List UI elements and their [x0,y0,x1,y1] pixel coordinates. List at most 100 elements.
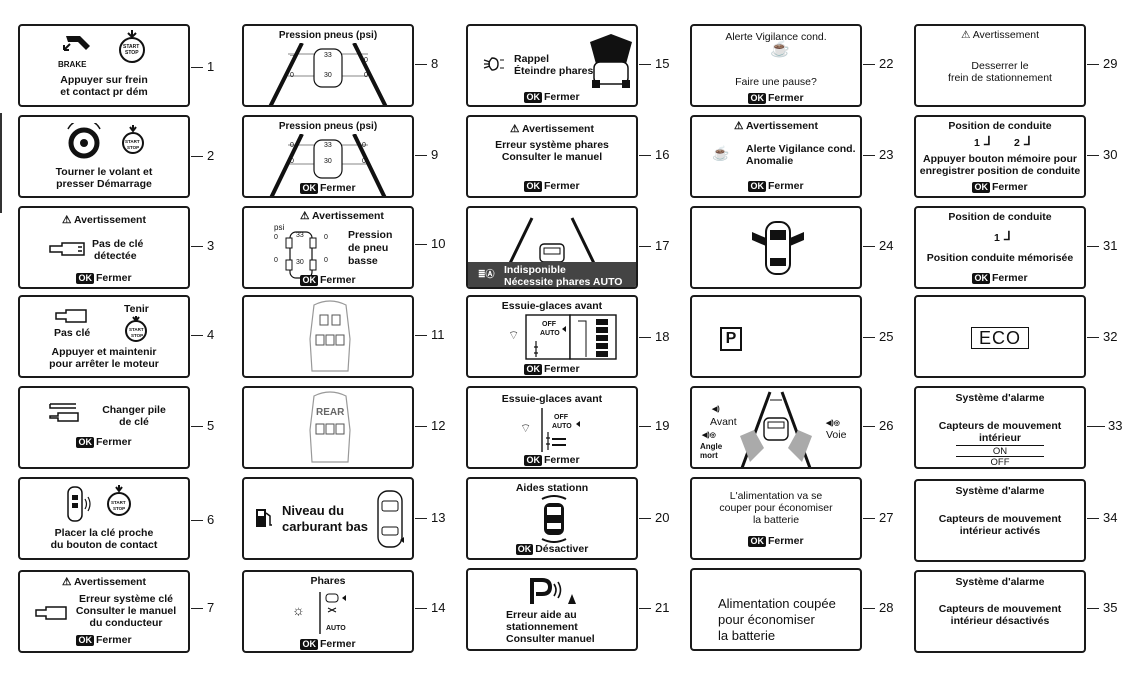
on-option[interactable]: ON [956,445,1044,457]
warning-triangle-icon: ⚠ [510,123,520,135]
callout-13: 13 [431,510,446,525]
panel-35-line-2: intérieur désactivés [950,615,1050,627]
tire-fl-reading: --- [290,53,296,59]
wiper-off-option[interactable]: OFF [554,414,568,421]
start-label: START [129,327,144,332]
warning-triangle-icon: ⚠ [62,214,72,226]
wiper-icon: ⌔ [520,421,532,435]
blind-spot-road-icon [740,391,812,467]
warning-triangle-icon: ⚠ [734,120,744,132]
panel-17-auto-lights-required: ≣Ⓐ Indisponible Nécessite phares AUTO [466,206,638,289]
panel-title: Pression pneus (psi) [278,121,378,132]
panel-27-line-3: la batterie [752,514,800,526]
wiper-speed-selector[interactable] [524,313,624,361]
memory-slot-1[interactable]: 1 [974,137,980,149]
wiper-auto-option[interactable]: AUTO [552,423,572,430]
warning-title: ⚠ Avertissement [510,123,594,135]
coffee-cup-icon: ☕ [712,145,730,161]
unavailable-banner [468,262,636,287]
panel-title: Position de conduite [948,211,1052,223]
callout-2: 2 [207,148,215,163]
callout-16: 16 [655,147,670,162]
callout-11: 11 [431,327,445,342]
start-stop-icon [122,125,144,154]
callout-3: 3 [207,238,215,253]
tire-rr-reading: 30 [296,259,304,266]
callout-30: 30 [1103,147,1118,162]
panel-25-park: P [690,295,862,378]
memory-slot-2[interactable]: 2 [1014,137,1020,149]
callout-24: 24 [879,238,894,253]
warning-title: ⚠ Avertissement [62,576,146,588]
warning-title: ⚠ Avertissement [62,214,146,226]
stop-label: STOP [125,50,139,56]
callout-8: 8 [431,56,439,71]
front-label: Avant [710,416,737,428]
key-fob-icon [49,403,79,422]
callout-1: 1 [207,59,215,74]
panel-title: Système d'alarme [955,392,1045,404]
warning-triangle-icon: ⚠ [300,210,310,222]
speaker-icon: ◀) [712,406,720,413]
off-option[interactable]: OFF [956,456,1044,467]
parking-sensor-car-icon [541,495,567,543]
car-tire-diagram-icon [285,231,317,279]
start-stop-icon [119,30,145,63]
callout-28: 28 [879,600,894,615]
panel-10-low-pressure: ⚠ Avertissement psi 0 33 0 0 30 0 Pressi… [242,206,414,289]
callout-5: 5 [207,418,215,433]
tire-left-rear-reading: 0 [274,257,278,264]
panel-33-line-1: Capteurs de mouvement [938,420,1062,432]
panel-30-driving-position: Position de conduite 1 ⅃ 2 ⅃ Appuyer bou… [914,115,1086,198]
wiper-auto-option[interactable]: AUTO [540,330,560,337]
panel-3-line-1: Pas de clé [92,238,144,250]
eco-indicator: ECO [971,327,1029,349]
tire-right-front-reading: 0 [364,57,368,64]
wiper-off-option[interactable]: OFF [542,321,556,328]
hold-label: Tenir [124,303,149,315]
panel-2-line-2: presser Démarrage [56,178,152,190]
auto-option[interactable]: AUTO [326,625,346,632]
callout-9: 9 [431,147,439,162]
callout-31: 31 [1103,238,1118,253]
callout-25: 25 [879,329,894,344]
callout-12: 12 [431,418,446,433]
panel-1-line-2: et contact pr dém [60,86,148,98]
panel-title: Système d'alarme [955,576,1045,588]
sun-icon: ☼ [292,602,305,618]
road-with-car-icon [268,43,388,105]
callout-17: 17 [655,238,670,253]
panel-28-line-2: pour économiser [718,612,815,627]
panel-28-line-1: Alimentation coupée [718,596,836,611]
wiper-speed-selector[interactable] [540,406,590,454]
callout-34: 34 [1103,510,1118,525]
warning-title: ⚠ Avertissement [300,210,384,222]
panel-12-rear-seatbelts: REAR [242,386,414,469]
panel-7-line-1: Erreur système clé [79,593,173,605]
callout-7: 7 [207,600,215,615]
panel-27-line-1: L'alimentation va se [729,490,823,502]
panel-24-door-open [690,206,862,289]
panel-2-line-1: Tourner le volant et [55,166,153,178]
panel-28-power-off: Alimentation coupée pour économiser la b… [690,568,862,651]
panel-10-line-1: Pression [348,229,393,241]
